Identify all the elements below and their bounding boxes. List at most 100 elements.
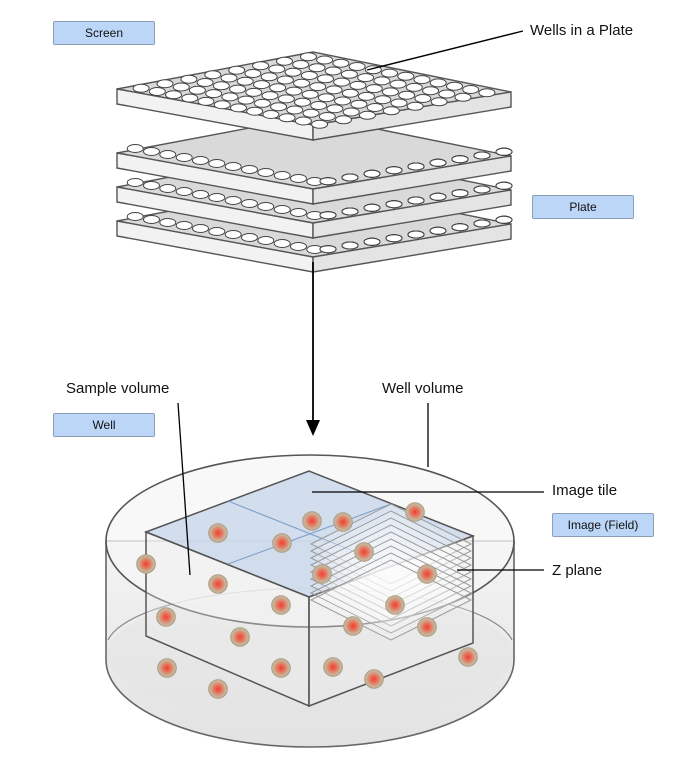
well-hole [414, 94, 432, 103]
well-hole [273, 171, 291, 180]
well-hole [317, 74, 334, 84]
sample-volume-label: Sample volume [66, 380, 169, 397]
well-hole [381, 68, 398, 78]
plate [116, 115, 513, 205]
well-hole [341, 241, 359, 250]
plate [116, 183, 513, 273]
well-hole [430, 97, 448, 107]
well-hole [156, 79, 174, 89]
cell-population [136, 502, 478, 699]
well-hole [253, 80, 270, 90]
cell [323, 657, 343, 677]
well-hole [245, 87, 263, 97]
well-hole [311, 119, 329, 129]
well-hole [478, 88, 496, 98]
cell [136, 554, 156, 574]
cell [271, 658, 291, 678]
well-hole [325, 85, 343, 95]
image-field-badge: Image (Field) [552, 513, 654, 537]
well-hole [406, 101, 424, 111]
well-hole [143, 147, 160, 156]
plate-right-face [312, 189, 512, 239]
well-hole [363, 237, 381, 246]
cell [354, 542, 374, 562]
well-hole [159, 150, 177, 159]
well-hole [446, 81, 463, 91]
well-hole [224, 196, 242, 205]
well-hole [224, 230, 242, 239]
cell [302, 511, 322, 531]
well-hole [197, 96, 215, 106]
well-hole [373, 76, 391, 86]
well-hole [358, 91, 375, 101]
well-hole [429, 226, 447, 235]
well-hole [276, 75, 294, 85]
well-hole [252, 61, 270, 71]
well-hole [348, 62, 366, 71]
well-hole [341, 88, 359, 98]
well-hole [224, 162, 242, 171]
well-hole [180, 74, 198, 84]
well-hole [277, 94, 295, 104]
well-hole [363, 169, 381, 178]
wells-pointer-line [366, 30, 524, 71]
cell [343, 616, 363, 636]
well-hole [212, 81, 230, 91]
cell [271, 595, 291, 615]
well-hole [363, 203, 381, 212]
well-hole [299, 52, 317, 62]
well-hole [294, 97, 311, 107]
well-hole [237, 95, 255, 105]
well-hole [175, 221, 193, 230]
well-hole [278, 113, 296, 123]
well-hole [451, 155, 469, 164]
well-hole [192, 224, 209, 233]
well-hole [204, 70, 222, 80]
cell [333, 512, 353, 532]
screen-badge: Screen [53, 21, 155, 45]
well-hole [319, 245, 337, 254]
cell [208, 523, 228, 543]
z-plane-label: Z plane [552, 562, 602, 579]
well-hole [341, 207, 359, 216]
plate-stack [116, 51, 513, 273]
well-hole [365, 84, 383, 94]
plate-right-face [312, 155, 512, 205]
well-hole [241, 165, 258, 174]
cell [405, 502, 425, 522]
cell [208, 679, 228, 699]
well-hole [126, 178, 144, 187]
well-hole [268, 64, 286, 74]
plate-badge: Plate [532, 195, 634, 219]
well-hole [292, 60, 310, 69]
well-hole [462, 85, 480, 94]
well-hole [451, 189, 469, 198]
well-hole [326, 104, 344, 114]
cell [312, 564, 332, 584]
well-hole [253, 98, 271, 108]
well-hole [389, 79, 407, 89]
well-hole [342, 107, 360, 117]
well-hole [319, 177, 337, 186]
well-hole [244, 69, 262, 78]
well-hole [294, 116, 312, 126]
well-hole [397, 71, 415, 81]
well-hole [374, 95, 392, 105]
well-hole [495, 181, 513, 190]
well-hole [192, 190, 209, 199]
well-hole [358, 110, 376, 120]
well-hole [495, 147, 513, 156]
well-hole [473, 151, 491, 160]
well-hole [381, 87, 399, 97]
well-hole [385, 200, 403, 209]
well-hole [276, 56, 293, 66]
well-hole [285, 86, 303, 96]
well-hole [429, 158, 447, 167]
well-hole [260, 72, 278, 82]
well-hole [159, 218, 177, 227]
well-hole [382, 106, 400, 116]
cell [272, 533, 292, 553]
well-hole [181, 93, 199, 103]
well-hole [405, 82, 423, 92]
